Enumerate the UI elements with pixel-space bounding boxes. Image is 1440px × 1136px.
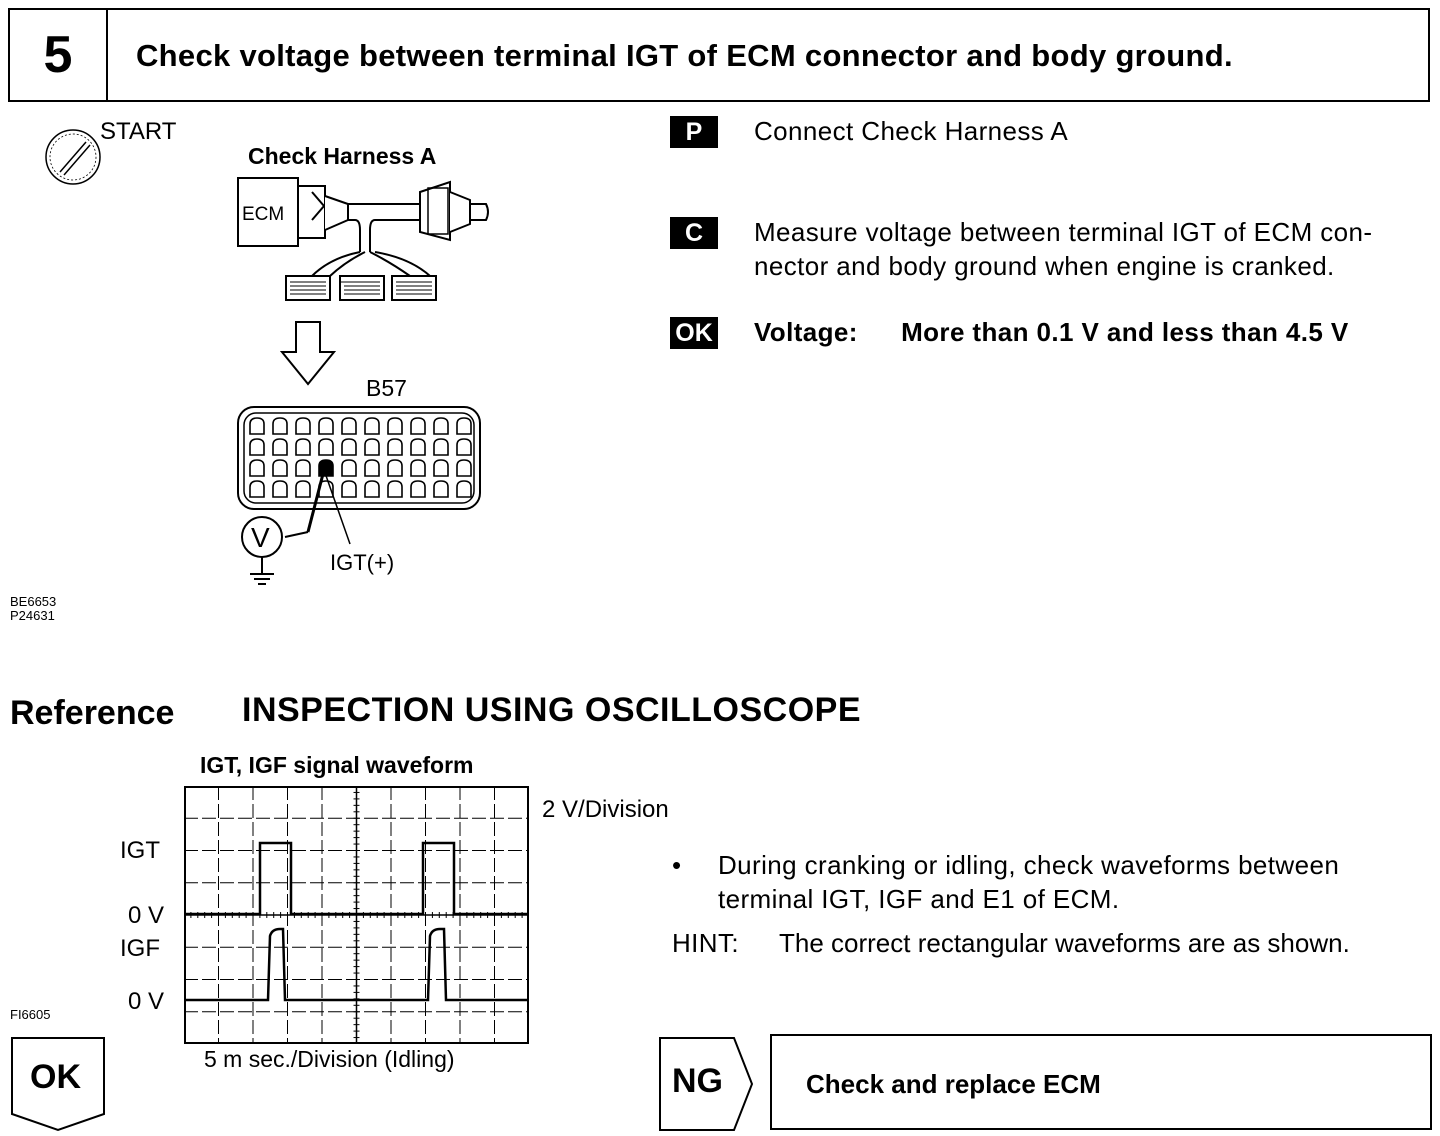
connector-pin <box>364 438 380 456</box>
connector-pin <box>318 438 334 456</box>
connector-label: B57 <box>366 375 407 401</box>
svg-text:V: V <box>251 522 270 553</box>
voltmeter-icon: V <box>241 516 283 558</box>
scope-title: IGT, IGF signal waveform <box>200 752 474 778</box>
connector-pin <box>387 480 403 498</box>
ok-result-shape <box>11 1037 105 1132</box>
connector-pin <box>295 417 311 435</box>
reference-label: Reference <box>10 694 175 732</box>
connector-pin <box>272 459 288 477</box>
scope-code: FI6605 <box>10 1007 51 1022</box>
connector-pin <box>410 438 426 456</box>
instruction-c: Measure voltage between terminal IGT of … <box>754 217 1373 281</box>
step-header: 5 Check voltage between terminal IGT of … <box>8 8 1430 102</box>
instruction-p: Connect Check Harness A <box>754 116 1069 146</box>
scope-tdiv: 5 m sec./Division (Idling) <box>204 1046 455 1072</box>
connector-pin <box>433 480 449 498</box>
connector-pin <box>249 480 265 498</box>
connector-pin <box>433 417 449 435</box>
step-title: Check voltage between terminal IGT of EC… <box>136 38 1233 73</box>
badge-c: C <box>670 217 718 249</box>
connector-pin <box>272 438 288 456</box>
connector-pin <box>387 417 403 435</box>
ground-icon <box>250 573 274 585</box>
connector-pin <box>456 438 472 456</box>
connector-pin <box>341 480 357 498</box>
connector-pin <box>387 459 403 477</box>
figure-codes: BE6653 P24631 <box>10 594 57 623</box>
connector-pin <box>249 417 265 435</box>
igt-waveform <box>184 841 529 916</box>
harness-label: Check Harness A <box>248 143 436 169</box>
connector-pin <box>410 480 426 498</box>
badge-ok: OK <box>670 317 718 349</box>
hint-label: HINT: <box>672 928 739 958</box>
connector-pin <box>456 480 472 498</box>
connector-pin <box>272 480 288 498</box>
connector-pin <box>364 417 380 435</box>
connector-pin <box>318 417 334 435</box>
scope-zero-1: 0 V <box>128 902 165 929</box>
badge-p: P <box>670 116 718 148</box>
connector-pin <box>341 417 357 435</box>
connector-pin <box>249 459 265 477</box>
breakout-boxes <box>285 275 437 301</box>
connector-pin <box>364 459 380 477</box>
down-arrow-icon <box>279 321 337 386</box>
ng-result-label: NG <box>672 1062 723 1100</box>
oscilloscope-screen <box>184 786 529 1044</box>
connector-pin <box>433 459 449 477</box>
connector-b57 <box>237 406 481 510</box>
connector-pin <box>410 417 426 435</box>
reference-title: INSPECTION USING OSCILLOSCOPE <box>242 691 862 729</box>
connector-pin <box>433 438 449 456</box>
ignition-key-icon <box>45 129 101 185</box>
connector-pin <box>364 480 380 498</box>
instruction-ok: Voltage: More than 0.1 V and less than 4… <box>754 317 1349 347</box>
connector-pin <box>410 459 426 477</box>
ng-action-text: Check and replace ECM <box>806 1069 1101 1099</box>
scope-igt-label: IGT <box>120 837 160 864</box>
ng-action-box: Check and replace ECM <box>770 1034 1432 1130</box>
terminal-label: IGT(+) <box>330 550 394 575</box>
connector-pin <box>341 438 357 456</box>
scope-zero-2: 0 V <box>128 988 165 1015</box>
harness-diagram: START Check Harness A ECM B57 V <box>45 118 489 585</box>
connector-pin <box>387 438 403 456</box>
connector-pin <box>341 459 357 477</box>
connector-pin <box>295 459 311 477</box>
bullet-marker: • <box>672 850 682 880</box>
scope-vdiv: 2 V/Division <box>542 796 669 823</box>
start-label: START <box>100 118 177 145</box>
connector-pin <box>295 438 311 456</box>
igf-waveform <box>184 927 529 1002</box>
ecm-label: ECM <box>242 204 284 225</box>
scope-igf-label: IGF <box>120 935 160 962</box>
connector-pin <box>456 459 472 477</box>
connector-pin <box>249 438 265 456</box>
bullet-text: During cranking or idling, check wavefor… <box>718 850 1340 914</box>
ok-result-label: OK <box>30 1058 81 1096</box>
connector-pin <box>295 480 311 498</box>
connector-pin <box>272 417 288 435</box>
step-number: 5 <box>10 10 108 100</box>
hint-text: The correct rectangular waveforms are as… <box>779 928 1350 958</box>
ng-result-shape <box>659 1037 754 1131</box>
connector-pin <box>456 417 472 435</box>
